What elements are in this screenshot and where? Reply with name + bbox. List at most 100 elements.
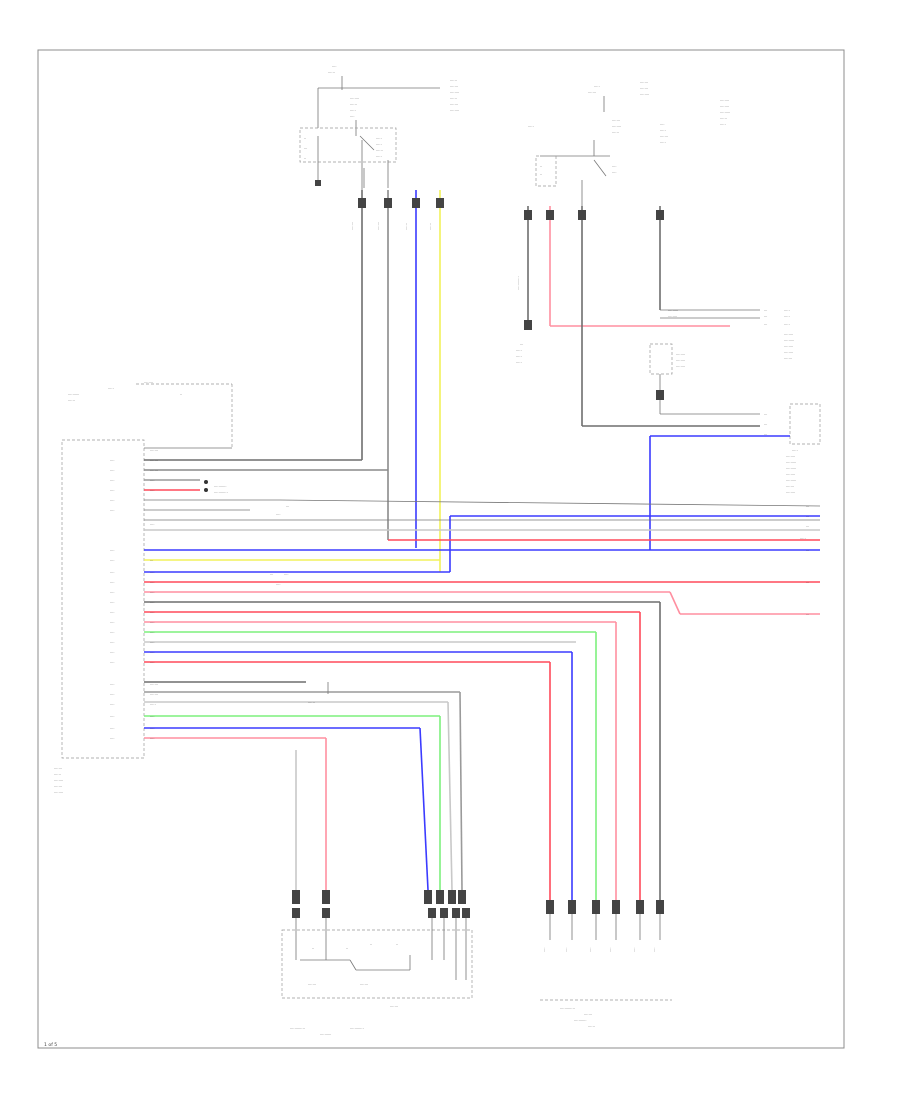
svg-text:·····: ····· bbox=[516, 361, 522, 365]
bottom-connectors: ···· ···· ···· ···· ···· ···· bbox=[292, 890, 664, 952]
svg-text:····: ···· bbox=[589, 947, 593, 952]
svg-text:······: ······ bbox=[720, 117, 727, 121]
ecm-block: ······· ······ ········ ······· ········… bbox=[54, 381, 233, 795]
svg-text:····: ···· bbox=[150, 641, 155, 645]
svg-text:··········: ·········· bbox=[320, 1033, 331, 1037]
svg-text:······: ······ bbox=[328, 71, 335, 75]
svg-text:·····: ····· bbox=[516, 355, 522, 359]
svg-text:····: ···· bbox=[350, 115, 355, 119]
svg-text:······: ······ bbox=[68, 399, 75, 403]
svg-text:··: ·· bbox=[304, 137, 306, 141]
svg-text:···: ··· bbox=[764, 323, 767, 327]
svg-text:·········: ········· bbox=[784, 339, 794, 343]
svg-text:·········: ········· bbox=[786, 479, 796, 483]
svg-text:····: ···· bbox=[110, 591, 115, 595]
svg-text:····: ···· bbox=[110, 601, 115, 605]
svg-text:····: ···· bbox=[110, 621, 115, 625]
svg-text:····: ···· bbox=[110, 549, 115, 553]
svg-text:········: ········ bbox=[54, 791, 63, 795]
svg-text:·····: ····· bbox=[784, 309, 790, 313]
svg-text:····: ···· bbox=[110, 631, 115, 635]
svg-text:····: ···· bbox=[284, 573, 289, 577]
svg-text:··: ·· bbox=[540, 173, 542, 177]
svg-text:····: ···· bbox=[276, 583, 281, 587]
svg-text:····: ···· bbox=[150, 611, 155, 615]
svg-text:····: ···· bbox=[110, 703, 115, 707]
svg-text:····: ···· bbox=[276, 513, 281, 517]
svg-text:·····: ····· bbox=[516, 349, 522, 353]
svg-text:···: ··· bbox=[150, 559, 153, 563]
svg-text:···········: ··········· bbox=[574, 1019, 587, 1023]
svg-text:··: ·· bbox=[180, 393, 182, 397]
svg-text:·····: ····· bbox=[350, 109, 356, 113]
svg-text:············: ············ bbox=[214, 491, 228, 495]
svg-text:·····: ····· bbox=[660, 129, 666, 133]
svg-text:····: ···· bbox=[110, 727, 115, 731]
svg-text:·············: ············· bbox=[290, 1027, 305, 1031]
svg-text:····: ···· bbox=[110, 469, 115, 473]
svg-text:·····: ····· bbox=[784, 323, 790, 327]
svg-text:·········: ········· bbox=[786, 461, 796, 465]
svg-text:··: ·· bbox=[540, 165, 542, 169]
svg-text:···: ··· bbox=[764, 423, 767, 427]
svg-text:··: ·· bbox=[346, 947, 348, 951]
horizontal-wires: ··········· ············ ··· ···· ··· · bbox=[144, 447, 821, 739]
right-pin-labels: ··· ··· ··· ····· ··· ··· ··· bbox=[800, 505, 809, 617]
svg-text:····: ···· bbox=[110, 715, 115, 719]
svg-text:····: ···· bbox=[150, 489, 155, 493]
svg-text:·······: ······· bbox=[150, 683, 158, 687]
svg-text:·····: ····· bbox=[108, 387, 114, 391]
svg-text:·····: ····· bbox=[376, 143, 382, 147]
svg-text:····: ···· bbox=[612, 171, 617, 175]
svg-text:········: ········ bbox=[54, 779, 63, 783]
svg-text:····: ···· bbox=[110, 559, 115, 563]
vertical-drops bbox=[295, 602, 661, 900]
svg-text:·········: ········· bbox=[668, 309, 678, 313]
svg-text:····: ···· bbox=[110, 661, 115, 665]
top-right-relay-cluster: ····· ······· ······· ······· ········ ·… bbox=[528, 81, 730, 208]
svg-text:·····: ····· bbox=[784, 315, 790, 319]
svg-text:······: ······ bbox=[376, 149, 383, 153]
svg-text:········: ········ bbox=[640, 93, 649, 97]
svg-text:········: ········ bbox=[144, 381, 153, 385]
svg-text:········: ········ bbox=[784, 345, 793, 349]
svg-text:·········: ········· bbox=[786, 467, 796, 471]
svg-text:······: ······ bbox=[450, 97, 457, 101]
svg-text:·······: ······· bbox=[588, 91, 596, 95]
svg-text:············: ············ bbox=[517, 276, 521, 290]
top-wire-drops: ······· ······· ······ ······ ··········… bbox=[351, 190, 794, 572]
svg-text:····: ···· bbox=[110, 459, 115, 463]
svg-text:····: ···· bbox=[150, 621, 155, 625]
svg-text:·········: ········· bbox=[720, 111, 730, 115]
svg-text:·······: ······· bbox=[54, 785, 62, 789]
svg-text:····: ···· bbox=[150, 661, 155, 665]
svg-text:········: ········ bbox=[676, 353, 685, 357]
svg-text:···: ··· bbox=[806, 613, 809, 617]
svg-text:·····: ····· bbox=[594, 85, 600, 89]
svg-text:·····: ····· bbox=[150, 703, 156, 707]
svg-text:····: ···· bbox=[609, 947, 613, 952]
svg-text:····: ···· bbox=[150, 523, 155, 527]
svg-text:········: ········ bbox=[784, 333, 793, 337]
svg-text:····: ···· bbox=[150, 591, 155, 595]
throttle-body: ············· ······· ··········· ······ bbox=[540, 999, 672, 1029]
svg-text:·····: ····· bbox=[376, 155, 382, 159]
svg-text:········: ········ bbox=[676, 365, 685, 369]
svg-text:·····: ····· bbox=[660, 141, 666, 145]
svg-text:···: ··· bbox=[764, 309, 767, 313]
svg-text:····: ···· bbox=[110, 499, 115, 503]
svg-text:····: ···· bbox=[110, 611, 115, 615]
svg-text:·······: ······· bbox=[786, 485, 794, 489]
svg-text:·······: ······· bbox=[150, 469, 158, 473]
svg-text:·······: ······· bbox=[450, 85, 458, 89]
svg-text:····: ···· bbox=[633, 947, 637, 952]
svg-text:····: ···· bbox=[612, 165, 617, 169]
svg-text:···········: ··········· bbox=[214, 485, 227, 489]
right-module-labels: ··· ··· ··· ····· ········ ········· ···… bbox=[649, 403, 821, 550]
svg-text:·······: ······· bbox=[54, 767, 62, 771]
svg-text:····: ···· bbox=[332, 65, 337, 69]
svg-text:·······: ······· bbox=[150, 693, 158, 697]
svg-text:····: ···· bbox=[150, 737, 155, 741]
svg-text:····: ···· bbox=[110, 651, 115, 655]
